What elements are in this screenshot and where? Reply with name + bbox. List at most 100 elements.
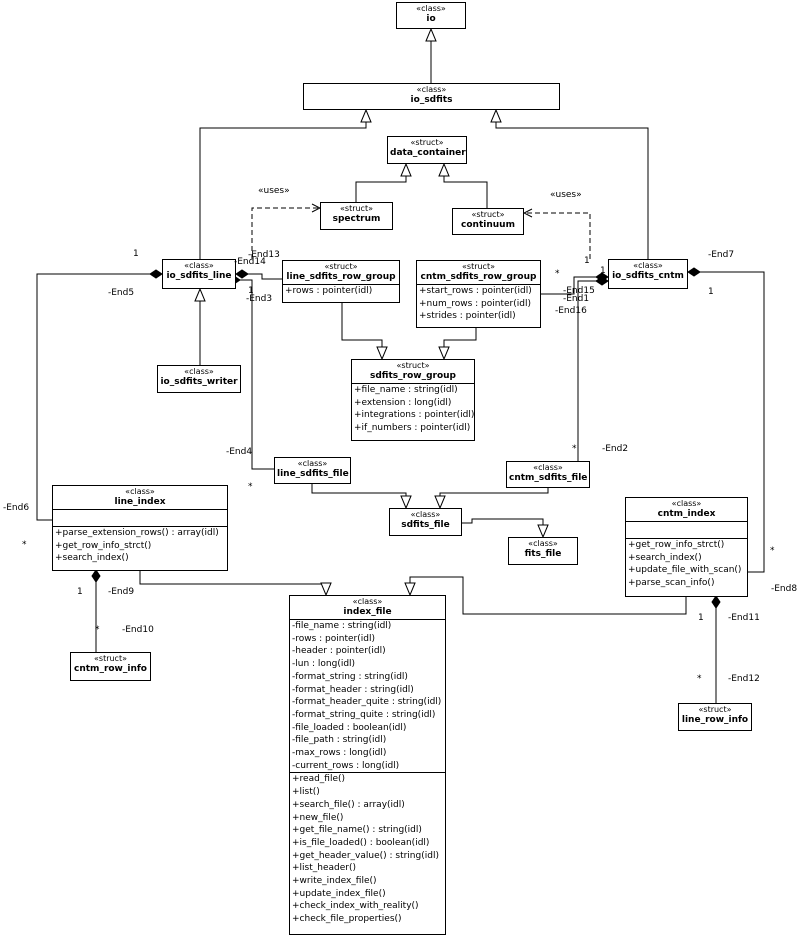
class-index_file[interactable]: «class»index_file -file_name : string(id…: [289, 595, 446, 935]
method: +get_row_info_strct(): [628, 540, 725, 550]
struct-spectrum[interactable]: «struct»spectrum: [320, 202, 393, 230]
role-label: -End15: [563, 286, 595, 296]
role-label: -End6: [3, 503, 30, 513]
attribute: +rows : pointer(idl): [285, 286, 373, 296]
attribute-list: [626, 521, 747, 538]
attribute: -lun : long(idl): [292, 659, 356, 670]
gen-cntmfile-sdfits_file: [440, 488, 549, 508]
attribute: +start_rows : pointer(idl): [419, 286, 532, 296]
role-label: -End3: [246, 294, 273, 304]
method: +get_header_value() : string(idl): [292, 850, 439, 861]
stereotype: «struct»: [462, 262, 495, 271]
method-list: +read_file() +list() +search_file() : ar…: [290, 772, 445, 925]
attribute-list: [53, 509, 227, 526]
struct-cntm_row_info[interactable]: «struct»cntm_row_info: [70, 652, 151, 681]
stereotype: «class»: [352, 597, 383, 606]
attribute: -format_header : string(idl): [292, 684, 414, 695]
class-io_sdfits_cntm[interactable]: «class»io_sdfits_cntm: [608, 259, 688, 289]
attribute: -format_string_quite : string(idl): [292, 709, 436, 720]
class-name: io: [426, 14, 436, 24]
multiplicity-label: *: [770, 546, 775, 556]
class-name: continuum: [461, 220, 515, 230]
stereotype: «class»: [671, 499, 702, 508]
class-name: io_sdfits_line: [166, 271, 232, 281]
struct-continuum[interactable]: «struct»continuum: [452, 208, 524, 235]
multiplicity-label: *: [697, 674, 702, 684]
method: +new_file(): [292, 812, 344, 823]
attribute: -current_rows : long(idl): [292, 760, 400, 771]
attribute: -file_path : string(idl): [292, 735, 387, 746]
attribute-list: +rows : pointer(idl): [283, 284, 399, 298]
class-line_sdfits_file[interactable]: «class»line_sdfits_file: [274, 457, 351, 484]
struct-sdfits_row_group[interactable]: «struct»sdfits_row_group +file_name : st…: [351, 359, 475, 441]
gen-linefile-sdfits_file: [311, 484, 406, 508]
class-sdfits_file[interactable]: «class»sdfits_file: [389, 508, 462, 536]
struct-line_row_info[interactable]: «struct»line_row_info: [678, 703, 752, 731]
method: +check_index_with_reality(): [292, 901, 419, 912]
comp-line-line_index: [36, 273, 150, 521]
struct-cntm_sdfits_row_group[interactable]: «struct»cntm_sdfits_row_group +start_row…: [416, 260, 541, 328]
comp-cntm-cntm_index: [700, 271, 765, 573]
class-fits_file[interactable]: «class»fits_file: [508, 537, 578, 565]
diamond-line-index: [149, 269, 163, 279]
attribute: +strides : pointer(idl): [419, 311, 516, 322]
stereotype: «struct»: [324, 262, 358, 271]
class-name: cntm_index: [657, 509, 716, 519]
struct-line_sdfits_row_group[interactable]: «struct»line_sdfits_row_group +rows : po…: [282, 260, 400, 303]
method: +update_file_with_scan(): [628, 565, 742, 576]
stereotype: «class»: [416, 4, 446, 13]
gen-line-io_sdfits: [199, 110, 366, 259]
attribute: +num_rows : pointer(idl): [419, 298, 531, 309]
method: +get_file_name() : string(idl): [292, 825, 422, 836]
role-label: -End16: [555, 306, 587, 316]
role-label: -End5: [108, 288, 135, 298]
role-label: -End4: [226, 447, 253, 457]
class-name: io_sdfits_writer: [160, 377, 238, 387]
stereotype: «struct»: [340, 204, 373, 213]
class-name: index_file: [343, 607, 392, 617]
gen-cntm-io_sdfits: [496, 110, 649, 259]
class-name: io_sdfits_cntm: [612, 271, 684, 281]
stereotype: «class»: [297, 459, 328, 468]
class-line_index[interactable]: «class»line_index +parse_extension_rows(…: [52, 485, 228, 571]
attribute: +integrations : pointer(idl): [354, 410, 475, 421]
role-label: -End11: [728, 613, 760, 623]
class-cntm_sdfits_file[interactable]: «class»cntm_sdfits_file: [506, 461, 590, 488]
method: +parse_scan_info(): [628, 578, 715, 589]
method: +write_index_file(): [292, 876, 377, 887]
gen-continuum-data_container: [444, 164, 488, 208]
role-label: -End10: [122, 625, 154, 635]
class-name: line_row_info: [681, 715, 749, 725]
multiplicity-label: *: [22, 540, 27, 550]
method: +parse_extension_rows() : array(idl): [55, 528, 219, 538]
role-label: -End2: [602, 444, 629, 454]
attribute: +extension : long(idl): [354, 397, 452, 408]
stereotype: «class»: [184, 261, 214, 270]
diamond-line_index-rowinfo: [91, 569, 101, 583]
role-label: -End7: [708, 250, 735, 260]
role-label: -End12: [728, 674, 760, 684]
gen-sdfits_file-fits_file: [462, 518, 543, 537]
class-name: cntm_sdfits_row_group: [420, 272, 537, 282]
class-name: line_sdfits_row_group: [286, 272, 396, 282]
class-name: line_sdfits_file: [277, 469, 349, 479]
gen-spectrum-data_container: [355, 164, 406, 202]
method: +read_file(): [292, 774, 346, 785]
method: +list_header(): [292, 863, 356, 874]
method: +search_index(): [55, 553, 129, 564]
class-io_sdfits[interactable]: «class»io_sdfits: [303, 83, 560, 110]
class-cntm_index[interactable]: «class»cntm_index +get_row_info_strct() …: [625, 497, 748, 597]
stereotype: «struct»: [698, 705, 732, 714]
multiplicity-label: 1: [77, 587, 83, 597]
class-io[interactable]: «class»io: [396, 2, 466, 29]
class-io_sdfits_line[interactable]: «class»io_sdfits_line: [162, 259, 236, 289]
class-io_sdfits_writer[interactable]: «class»io_sdfits_writer: [157, 365, 241, 393]
method: +list(): [292, 787, 320, 798]
method-list: +get_row_info_strct() +search_index() +u…: [626, 538, 747, 590]
attribute-list: +file_name : string(idl) +extension : lo…: [352, 383, 474, 435]
attribute-list: +start_rows : pointer(idl) +num_rows : p…: [417, 284, 540, 323]
attribute: -rows : pointer(idl): [292, 633, 375, 644]
struct-data_container[interactable]: «struct»data_container: [387, 136, 467, 164]
stereotype: «struct»: [94, 654, 127, 663]
